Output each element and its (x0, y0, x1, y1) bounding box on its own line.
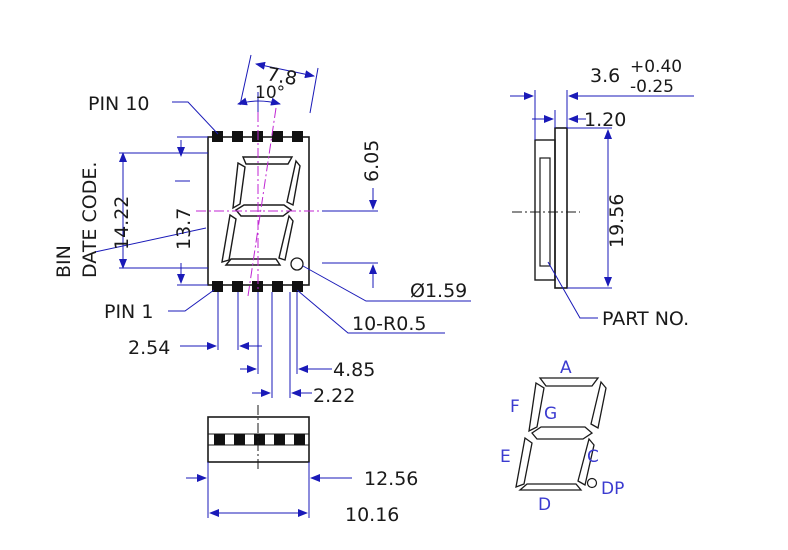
side-dimensions (510, 90, 694, 319)
label-part-no: PART NO. (602, 308, 689, 330)
side-view (512, 127, 580, 289)
bottom-pin-row (212, 281, 303, 292)
legend-seg-g (531, 426, 594, 440)
front-seg-d (224, 258, 282, 266)
front-seg-b (286, 159, 301, 207)
bottom-pin (232, 281, 243, 292)
legend-dp-dot (586, 477, 598, 489)
label-hole: Ø1.59 (410, 280, 467, 302)
dim-flange: 1.20 (584, 109, 626, 131)
bottom-view-pins (214, 434, 305, 445)
front-seg-g (234, 204, 293, 217)
dim-height-total: 14.22 (111, 196, 133, 250)
seg-letter-dp: DP (601, 479, 624, 499)
dim-depth-tol-plus: +0.40 (630, 57, 682, 77)
legend-seg-c (577, 437, 595, 487)
dim-pin-span: 2.22 (313, 385, 355, 407)
dim-tilt: 10° (255, 83, 285, 103)
seg-letter-f: F (510, 397, 520, 417)
bottom-pin (272, 281, 283, 292)
front-seg-f (232, 161, 246, 210)
bottom-pin (212, 281, 223, 292)
dim-body-height: 19.56 (606, 194, 628, 248)
front-dimensions (94, 54, 471, 398)
dim-row-spacing: 10.16 (345, 504, 399, 526)
front-dp-dot (290, 257, 304, 271)
dim-depth-tol-minus: -0.25 (630, 77, 674, 97)
bottom-dimensions (186, 462, 352, 518)
dim-depth: 3.6 (590, 65, 620, 87)
seg-letter-d: D (538, 495, 551, 515)
top-pin (292, 131, 303, 142)
side-body (554, 127, 568, 289)
front-digit (221, 156, 301, 266)
top-pin (232, 131, 243, 142)
dimension-texts: 7.8 10° 14.22 13.7 6.05 2.54 4.85 2.22 3… (111, 57, 682, 526)
front-seg-e (221, 213, 237, 263)
dim-char-height: 13.7 (173, 208, 195, 250)
top-pin (212, 131, 223, 142)
front-seg-c (278, 214, 294, 261)
label-radius: 10-R0.5 (352, 313, 426, 335)
segment-letter-texts: A F G E C D DP (500, 358, 624, 515)
front-view (196, 107, 322, 300)
seg-letter-a: A (560, 358, 572, 378)
legend-seg-a (538, 377, 600, 387)
dim-pin-pitch: 2.54 (128, 337, 170, 359)
segment-legend (515, 377, 607, 491)
dim-width-top: 7.8 (265, 63, 299, 90)
top-pin (272, 131, 283, 142)
label-pin10: PIN 10 (88, 93, 150, 115)
legend-seg-e (515, 436, 533, 489)
dim-bottom-width: 12.56 (364, 468, 418, 490)
seg-letter-c: C (587, 447, 599, 467)
front-seg-a (241, 156, 294, 165)
dim-pin-offset: 4.85 (333, 359, 375, 381)
label-pin1: PIN 1 (104, 301, 153, 323)
legend-seg-f (528, 381, 545, 433)
side-flange (534, 139, 556, 281)
seg-letter-g: G (544, 404, 557, 424)
seg-letter-e: E (500, 447, 511, 467)
bottom-view (207, 405, 310, 470)
legend-seg-b (590, 380, 607, 430)
label-texts: PIN 10 PIN 1 BIN DATE CODE. Ø1.59 10-R0.… (53, 93, 689, 335)
front-centerlines (196, 107, 322, 300)
legend-seg-d (518, 483, 583, 491)
bottom-pin (252, 281, 263, 292)
label-date-code: DATE CODE. (79, 162, 101, 278)
dim-to-dp: 6.05 (361, 140, 383, 182)
label-bin: BIN (53, 245, 75, 278)
bottom-pin (292, 281, 303, 292)
